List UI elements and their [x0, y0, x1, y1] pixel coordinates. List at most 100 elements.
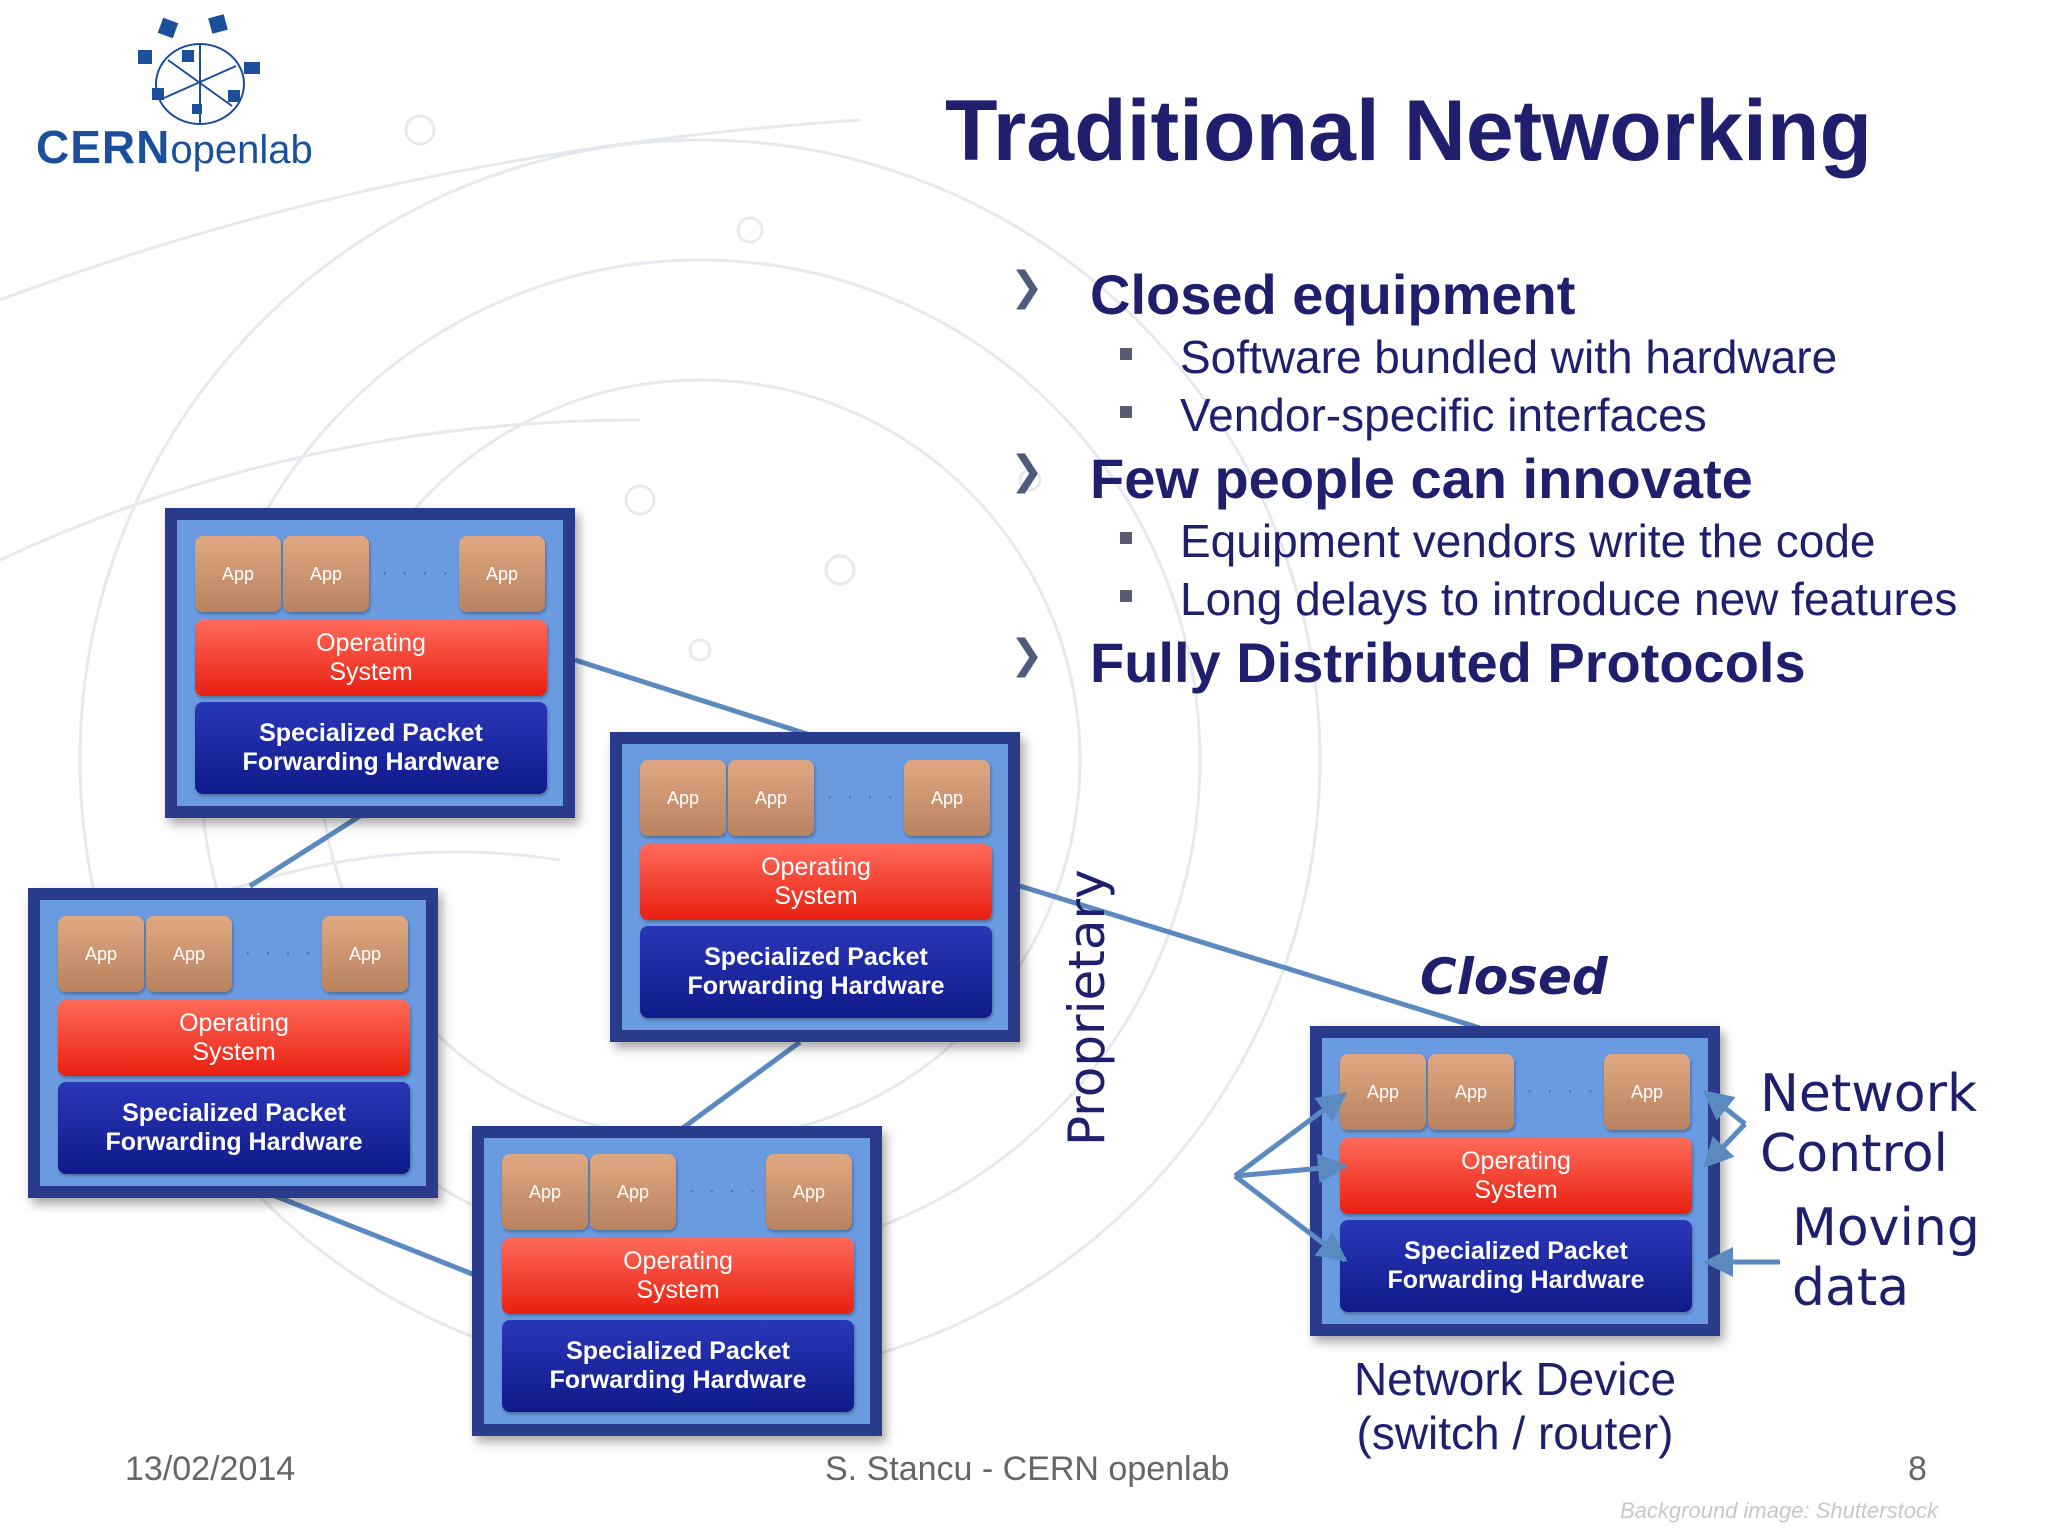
app-block: App	[195, 536, 281, 612]
square-bullet-icon	[1120, 590, 1132, 602]
chevron-right-icon: ❯	[1010, 265, 1044, 309]
app-block: App	[322, 916, 408, 992]
proprietary-label: Proprietary	[1058, 869, 1116, 1146]
bullet-closed-equipment: ❯ Closed equipment	[1010, 262, 2040, 326]
os-label-line2: System	[636, 1276, 720, 1304]
link-line	[264, 1189, 476, 1278]
hw-label-line1: Specialized Packet	[259, 719, 483, 747]
network-control-arrow-apps	[1702, 1090, 1747, 1126]
sub-bullet-text: Vendor-specific interfaces	[1180, 389, 1707, 441]
app-row: App App · · · · App	[58, 916, 410, 994]
ellipsis-dots: · · · ·	[688, 1180, 760, 1202]
link-line	[1019, 883, 1481, 1031]
square-bullet-icon	[1120, 406, 1132, 418]
app-block: App	[1604, 1054, 1690, 1130]
os-label-line2: System	[774, 882, 858, 910]
app-block: App	[1428, 1054, 1514, 1130]
hw-label-line2: Forwarding Hardware	[242, 748, 500, 776]
proprietary-arrow-apps	[1233, 1091, 1348, 1179]
device-caption-line1: Network Device	[1353, 1353, 1677, 1405]
slide-title: Traditional Networking	[945, 83, 1872, 179]
chevron-right-icon: ❯	[1010, 633, 1044, 677]
ellipsis-dots: · · · ·	[381, 562, 453, 584]
app-block: App	[590, 1154, 676, 1230]
app-block: App	[146, 916, 232, 992]
bullet-text: Few people can innovate	[1090, 447, 1753, 510]
logo-brand-bold: CERN	[36, 121, 171, 173]
hw-label-line2: Forwarding Hardware	[687, 972, 945, 1000]
bullet-distributed-protocols: ❯ Fully Distributed Protocols	[1010, 630, 2040, 694]
closed-label: Closed	[1420, 948, 1608, 1006]
os-label-line2: System	[329, 658, 413, 686]
app-row: App App · · · · App	[502, 1154, 854, 1232]
os-label-line2: System	[192, 1038, 276, 1066]
sub-bullet: Software bundled with hardware	[1010, 326, 2040, 384]
app-row: App App · · · · App	[1340, 1054, 1692, 1132]
proprietary-arrow-os	[1234, 1153, 1348, 1184]
hw-label-line2: Forwarding Hardware	[1387, 1266, 1645, 1294]
link-line	[678, 1039, 802, 1133]
bullet-list: ❯ Closed equipment Software bundled with…	[1010, 258, 2040, 694]
background-credit: Background image: Shutterstock	[1620, 1498, 1938, 1523]
footer-date: 13/02/2014	[125, 1450, 296, 1488]
ellipsis-dots: · · · ·	[1526, 1080, 1598, 1102]
logo-wordmark: CERNopenlab	[36, 120, 313, 174]
logo-brand-light: openlab	[170, 128, 313, 172]
app-block: App	[283, 536, 369, 612]
sub-bullet-text: Long delays to introduce new features	[1180, 573, 1958, 625]
app-row: App App · · · · App	[195, 536, 547, 614]
network-device-caption: Network Device(switch / router)	[1320, 1352, 1710, 1460]
network-control-line2: Control	[1760, 1124, 1948, 1184]
app-block: App	[766, 1154, 852, 1230]
link-line	[574, 657, 811, 738]
ellipsis-dots: · · · ·	[826, 786, 898, 808]
moving-data-line2: data	[1792, 1258, 1910, 1318]
network-control-arrow-os	[1702, 1122, 1747, 1169]
chevron-right-icon: ❯	[1010, 449, 1044, 493]
bullet-text: Fully Distributed Protocols	[1090, 631, 1806, 694]
hw-label-line1: Specialized Packet	[122, 1099, 346, 1127]
ellipsis-dots: · · · ·	[244, 942, 316, 964]
os-label-line1: Operating	[1461, 1147, 1571, 1175]
app-block: App	[904, 760, 990, 836]
app-block: App	[502, 1154, 588, 1230]
sub-bullet: Equipment vendors write the code	[1010, 510, 2040, 568]
square-bullet-icon	[1120, 532, 1132, 544]
bullet-text: Closed equipment	[1090, 263, 1576, 326]
hw-label-line2: Forwarding Hardware	[549, 1366, 807, 1394]
app-block: App	[640, 760, 726, 836]
page-number: 8	[1908, 1450, 1927, 1488]
hw-label-line1: Specialized Packet	[1404, 1237, 1628, 1265]
app-block: App	[728, 760, 814, 836]
sub-bullet-text: Software bundled with hardware	[1180, 331, 1838, 383]
bullet-few-people: ❯ Few people can innovate	[1010, 446, 2040, 510]
square-bullet-icon	[1120, 348, 1132, 360]
sub-bullet: Long delays to introduce new features	[1010, 568, 2040, 626]
os-label-line1: Operating	[179, 1009, 289, 1037]
footer-author: S. Stancu - CERN openlab	[825, 1450, 1230, 1488]
device-caption-line2: (switch / router)	[1356, 1407, 1674, 1459]
os-label-line1: Operating	[623, 1247, 733, 1275]
link-line	[248, 813, 362, 889]
cern-openlab-logo	[138, 14, 260, 125]
